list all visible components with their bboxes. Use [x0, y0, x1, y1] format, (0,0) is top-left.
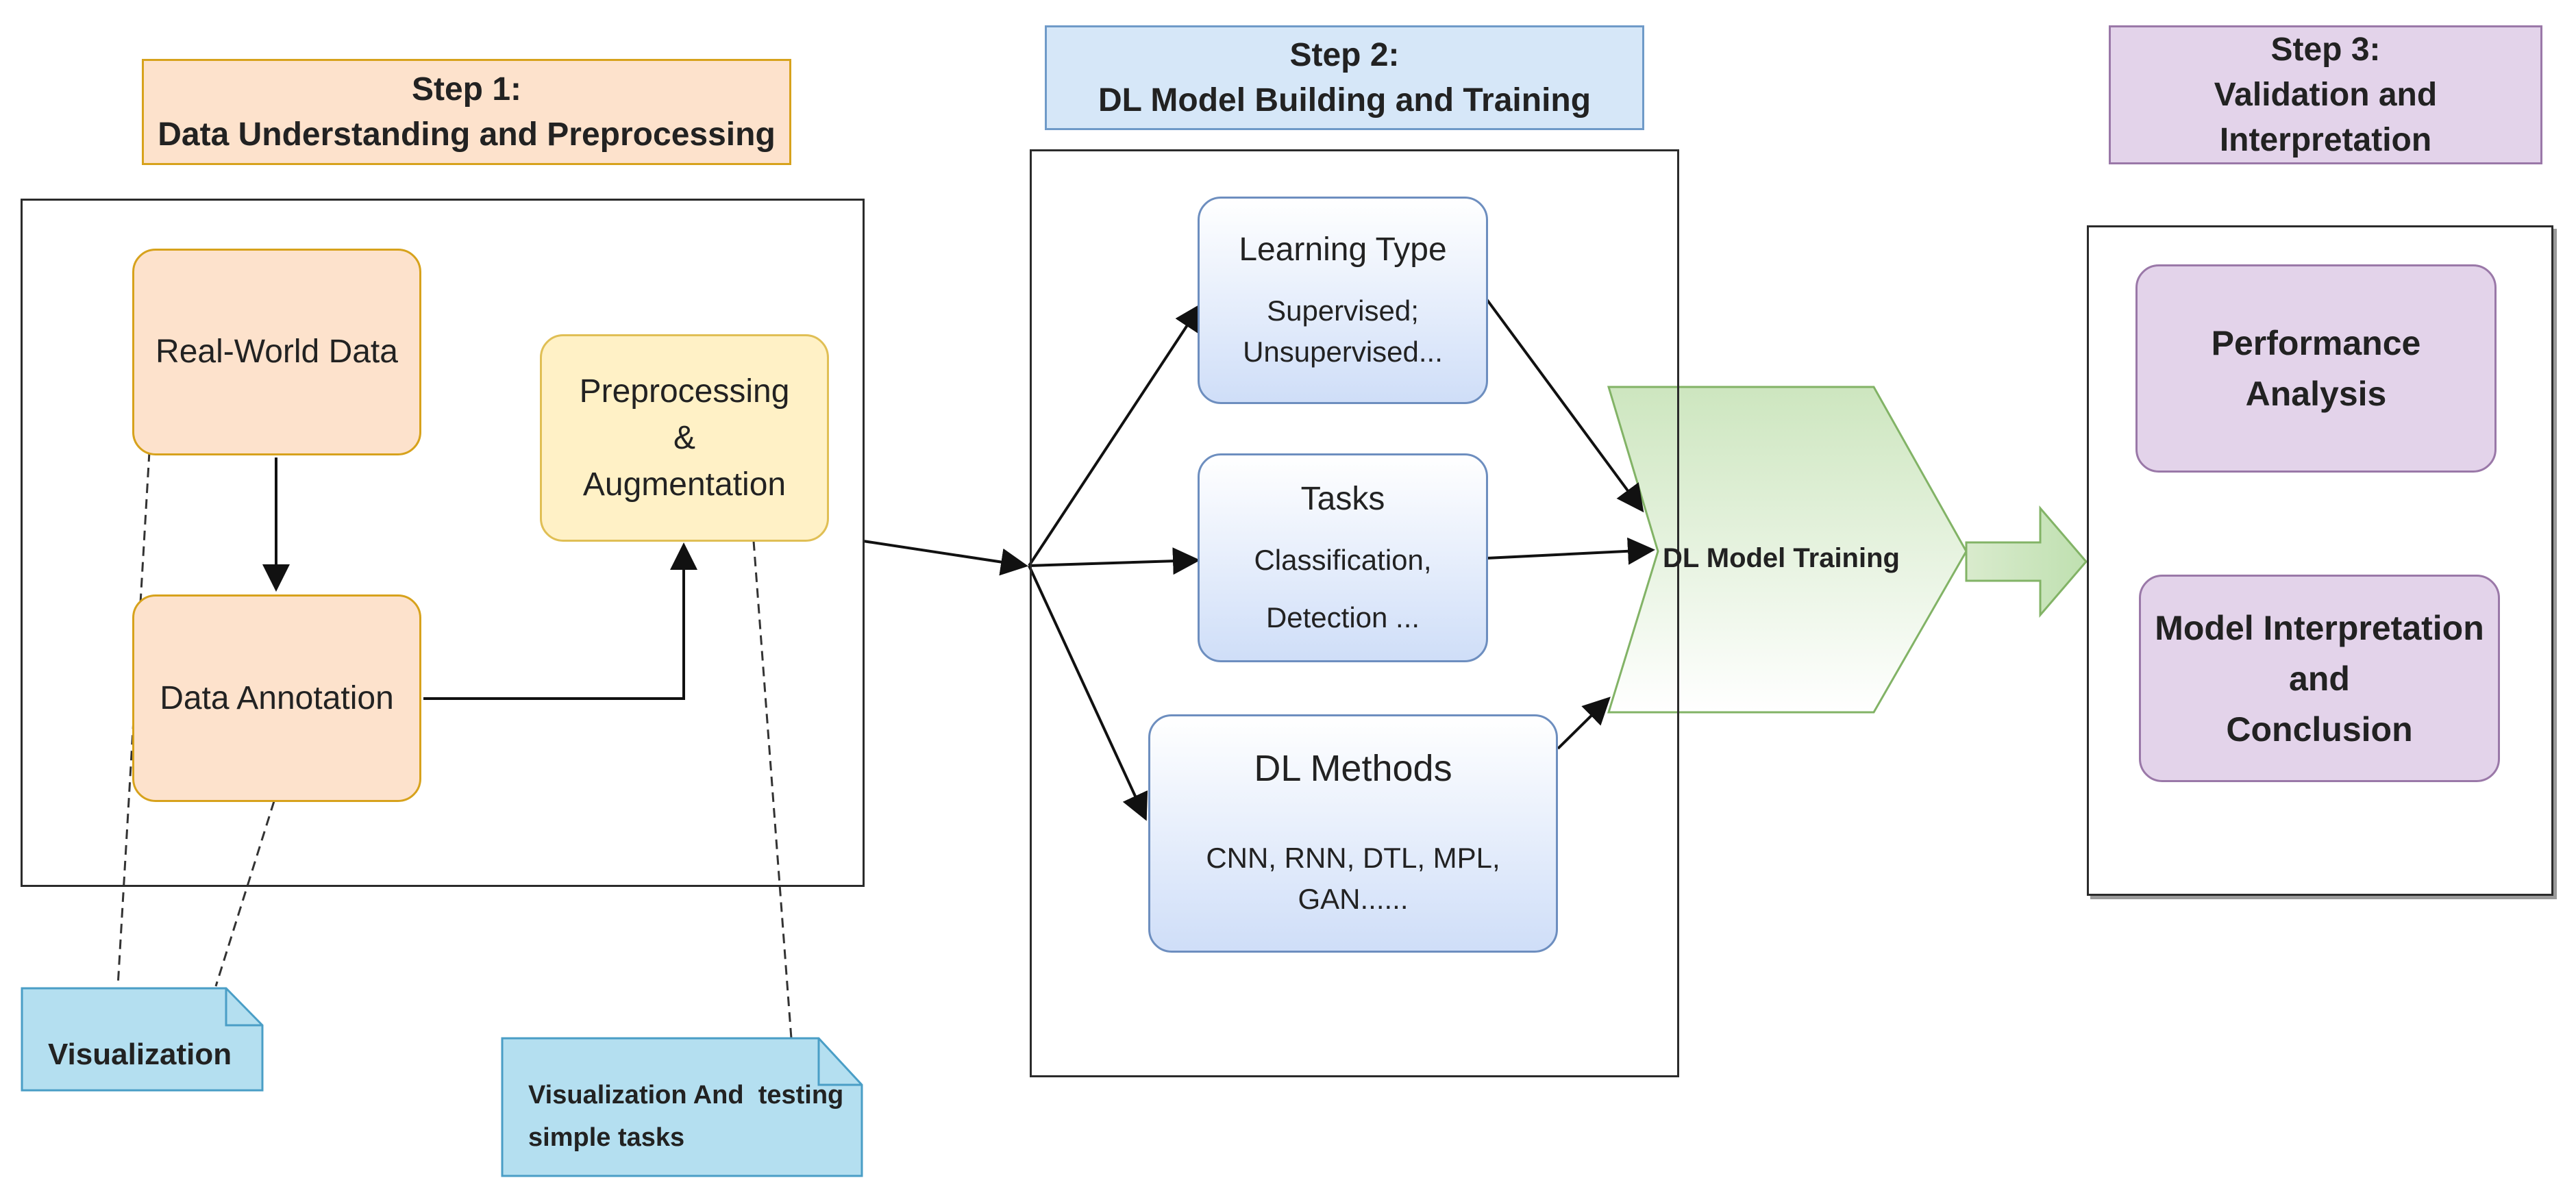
big-green-arrow — [1965, 505, 2088, 618]
step1-title: Step 1: Data Understanding and Preproces… — [142, 59, 791, 165]
preprocessing-augmentation-box: Preprocessing & Augmentation — [540, 334, 829, 542]
step1-title-line2: Data Understanding and Preprocessing — [158, 116, 776, 153]
dl-methods-box: DL Methods CNN, RNN, DTL, MPL, GAN...... — [1148, 714, 1558, 953]
step3-title-line1: Step 3: — [2270, 31, 2381, 68]
data-annotation-box: Data Annotation — [132, 594, 421, 802]
step3-title-line2: Validation and Interpretation — [2214, 76, 2438, 158]
step2-frame — [1030, 149, 1679, 1077]
dl-methods-line1: CNN, RNN, DTL, MPL, GAN...... — [1206, 842, 1500, 915]
visualization-note-text: Visualization — [48, 1038, 232, 1071]
dashed-line-annotation-note — [214, 801, 275, 987]
step2-title: Step 2: DL Model Building and Training — [1045, 25, 1644, 130]
arrow-to-tasks — [1028, 547, 1200, 575]
visualization-testing-line1: Visualization And testing — [528, 1081, 844, 1109]
tasks-line2: Detection ... — [1265, 601, 1420, 634]
arrow-annotation-to-preprocessing — [423, 542, 697, 700]
arrow-tasks-to-training — [1486, 537, 1655, 565]
performance-analysis-box: Performance Analysis — [2135, 264, 2497, 473]
real-world-data-label: Real-World Data — [156, 334, 398, 370]
learning-type-line1: Supervised; — [1267, 294, 1419, 327]
tasks-box: Tasks Classification, Detection ... — [1198, 453, 1488, 662]
note-testing-fold — [817, 1038, 862, 1086]
visualization-note: Visualization — [27, 1027, 233, 1082]
step1-title-line1: Step 1: — [411, 71, 522, 108]
arrow-step1-to-step2 — [863, 540, 1028, 576]
step2-title-line1: Step 2: — [1289, 36, 1400, 73]
dl-methods-title: DL Methods — [1254, 748, 1452, 789]
learning-type-box: Learning Type Supervised; Unsupervised..… — [1198, 197, 1488, 404]
arrow-dl-methods-to-training — [1557, 697, 1611, 750]
preprocessing-line3: Augmentation — [582, 466, 787, 503]
learning-type-line2: Unsupervised... — [1243, 335, 1443, 368]
tasks-title: Tasks — [1300, 480, 1385, 517]
real-world-data-box: Real-World Data — [132, 249, 421, 455]
arrow-to-learning-type — [1028, 303, 1202, 567]
visualization-testing-note: Visualization And testing simple tasks — [510, 1068, 853, 1164]
performance-analysis-label: Performance Analysis — [2211, 324, 2421, 413]
arrow-to-dl-methods — [1028, 565, 1148, 821]
step2-title-line2: DL Model Building and Training — [1098, 82, 1592, 118]
preprocessing-line2: & — [673, 419, 695, 456]
dl-model-training-label: DL Model Training — [1663, 543, 1900, 573]
training-shape — [1607, 386, 1968, 714]
step3-title: Step 3: Validation and Interpretation — [2109, 25, 2542, 164]
dashed-line-realworld-note — [116, 451, 151, 987]
note-testing-shape — [501, 1037, 863, 1177]
model-interpretation-box: Model Interpretation and Conclusion — [2139, 575, 2500, 782]
note-visualization-fold — [225, 988, 262, 1027]
note-visualization-shape — [21, 987, 264, 1092]
step1-frame — [21, 199, 865, 887]
arrow-learning-type-to-training — [1485, 298, 1644, 513]
data-annotation-label: Data Annotation — [160, 679, 394, 716]
learning-type-title: Learning Type — [1239, 231, 1447, 268]
model-interpretation-line1: Model Interpretation and — [2155, 608, 2484, 698]
model-interpretation-line2: Conclusion — [2226, 710, 2413, 749]
dashed-line-preprocessing-note — [752, 540, 793, 1039]
visualization-testing-line2: simple tasks — [528, 1123, 685, 1152]
preprocessing-line1: Preprocessing — [579, 373, 790, 410]
tasks-line1: Classification, — [1254, 543, 1432, 576]
